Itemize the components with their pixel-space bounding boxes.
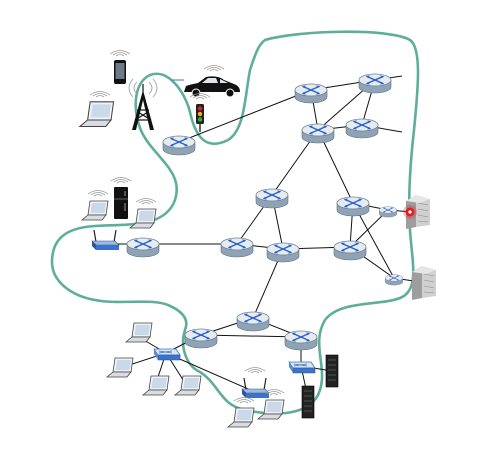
mobile-network: [79, 50, 240, 132]
router-icon: [336, 196, 370, 217]
link: [200, 334, 302, 338]
switch-icon: [153, 348, 181, 361]
traffic-light-icon: [189, 93, 211, 132]
cell-tower-icon: [128, 78, 158, 130]
router-icon: [266, 242, 300, 263]
laptop-icon: [79, 91, 115, 128]
laptop-icon: [106, 357, 134, 378]
router-icon: [162, 135, 196, 156]
router-icon: [184, 328, 218, 349]
router-icon: [333, 240, 367, 261]
car-icon: [172, 65, 240, 98]
router-icon: [220, 237, 254, 258]
link: [165, 352, 256, 393]
datacenter-icon: [411, 265, 437, 301]
router-icon: [255, 188, 289, 209]
refrigerator-icon: [110, 177, 132, 219]
laptop-icon: [81, 190, 109, 221]
smartphone-icon: [109, 50, 131, 84]
laptop-icon: [125, 322, 153, 343]
switch-icon: [378, 206, 398, 218]
wifi-access-point-icon: [241, 367, 270, 399]
router-icon: [358, 73, 392, 94]
router-icon: [345, 118, 379, 139]
switch-icon: [288, 361, 316, 374]
router-icon: [301, 123, 335, 144]
server-rack-icon: [301, 385, 315, 419]
home-network: [81, 177, 157, 251]
router-icon: [126, 237, 160, 258]
router-icon: [284, 330, 318, 351]
laptop-icon: [174, 375, 202, 396]
alert-icon: [403, 205, 417, 219]
server-rack-icon: [325, 354, 339, 388]
laptop-icon: [227, 397, 255, 428]
datacenter-network: [378, 194, 437, 301]
link: [178, 89, 312, 143]
router-icon: [294, 83, 328, 104]
laptop-icon: [142, 375, 170, 396]
switch-icon: [384, 274, 404, 286]
wifi-access-point-icon: [91, 229, 120, 251]
router-icon: [236, 311, 270, 332]
